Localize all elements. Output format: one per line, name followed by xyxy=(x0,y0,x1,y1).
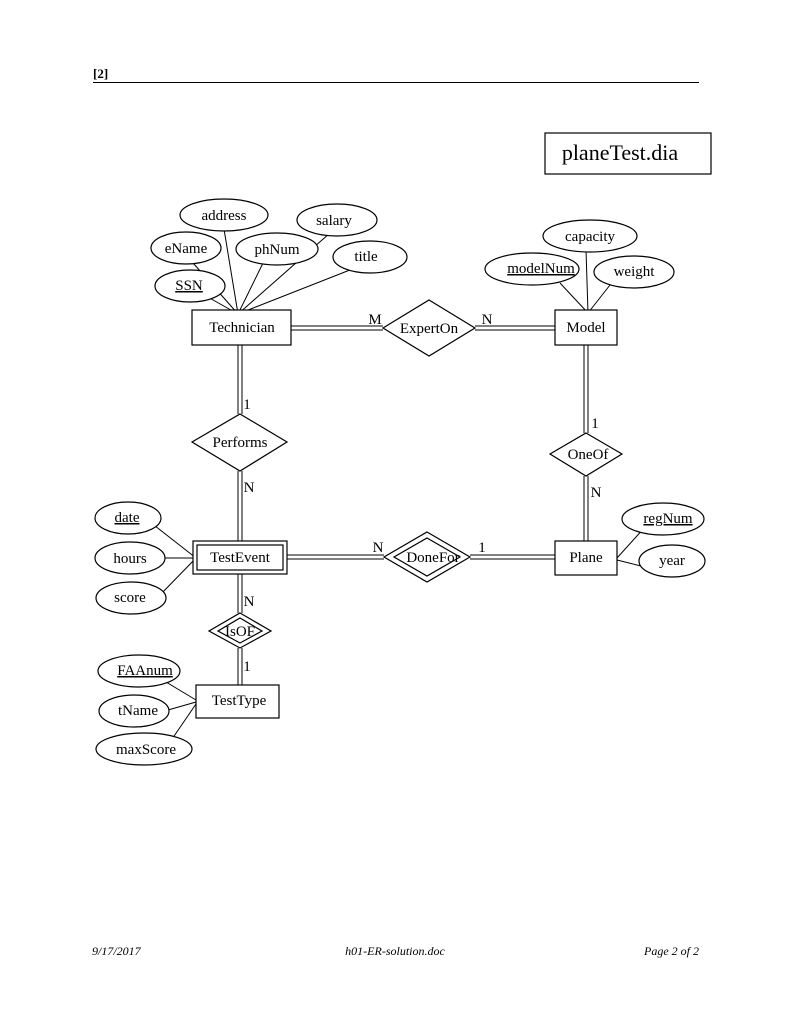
relationship-done-for-inner xyxy=(392,537,462,577)
attr-modelnum xyxy=(484,252,580,286)
relationship-one-of xyxy=(548,432,624,477)
attr-salary xyxy=(296,203,378,237)
attr-salary-label: salary xyxy=(316,213,352,229)
relationship-is-of-label: IsOF xyxy=(225,624,255,640)
attr-ename-label: eName xyxy=(165,241,208,257)
entity-model xyxy=(554,309,618,346)
entity-test-event-label: TestEvent xyxy=(210,550,271,566)
attr-title xyxy=(332,240,408,274)
attr-weight-label: weight xyxy=(614,264,656,280)
relationship-one-of-label: OneOf xyxy=(568,447,609,463)
attr-weight xyxy=(593,255,675,289)
attr-date-label: date xyxy=(115,510,140,526)
attr-capacity xyxy=(542,219,638,253)
entity-test-type xyxy=(195,684,280,719)
attr-maxscore-label: maxScore xyxy=(116,742,176,758)
card-is-of-test-type: 1 xyxy=(243,659,251,675)
entity-technician-label: Technician xyxy=(209,320,275,336)
relationship-performs-label: Performs xyxy=(213,435,268,451)
card-is-of-test-event: N xyxy=(244,594,255,610)
entity-plane-label: Plane xyxy=(569,550,603,566)
attr-capacity-label: capacity xyxy=(565,229,615,245)
card-performs-test-event: N xyxy=(244,480,255,496)
attr-year-label: year xyxy=(659,553,685,569)
attr-hours-label: hours xyxy=(113,551,146,567)
relationship-done-for-label: DoneFor xyxy=(406,550,459,566)
entity-model-label: Model xyxy=(566,320,605,336)
attr-tname xyxy=(98,694,170,728)
attr-ename xyxy=(150,231,222,265)
card-done-for-test-event: N xyxy=(373,540,384,556)
footer-page-number: Page 2 of 2 xyxy=(644,944,699,958)
attr-hours xyxy=(94,541,166,575)
attr-score-label: score xyxy=(114,590,146,606)
attr-phnum-label: phNum xyxy=(255,242,300,258)
attr-title-label: title xyxy=(354,249,378,265)
footer-date: 9/17/2017 xyxy=(92,944,141,958)
relationship-performs xyxy=(190,413,289,472)
attr-tname-label: tName xyxy=(118,703,158,719)
diagram-title: planeTest.dia xyxy=(562,140,679,165)
entity-test-event-inner xyxy=(196,544,284,571)
attr-modelnum-label: modelNum xyxy=(507,261,575,277)
card-done-for-plane: 1 xyxy=(478,540,486,556)
header-rule xyxy=(93,82,699,83)
attr-faanum xyxy=(97,654,181,688)
relationship-expert-on-label: ExpertOn xyxy=(400,321,459,337)
attr-regnum-label: regNum xyxy=(643,511,692,527)
entity-plane xyxy=(554,540,618,576)
page-header-label: [2] xyxy=(93,66,109,81)
attr-year xyxy=(638,544,706,578)
attr-score xyxy=(95,581,167,615)
entity-technician xyxy=(191,309,292,346)
relationship-expert-on xyxy=(381,299,477,357)
attr-address xyxy=(179,198,269,232)
attr-ssn-label: SSN xyxy=(175,278,203,294)
card-expert-on-model: N xyxy=(482,312,493,328)
entity-test-type-label: TestType xyxy=(212,693,267,709)
card-one-of-model: 1 xyxy=(591,416,599,432)
attr-maxscore xyxy=(95,732,193,766)
footer-filename: h01-ER-solution.doc xyxy=(345,944,445,958)
diagram-title-box xyxy=(544,132,712,175)
card-expert-on-technician: M xyxy=(368,312,381,328)
attr-phnum xyxy=(235,232,319,266)
attr-regnum xyxy=(621,502,705,536)
attr-ssn xyxy=(154,269,226,303)
relationship-is-of-inner xyxy=(216,617,264,644)
card-one-of-plane: N xyxy=(591,485,602,501)
attr-faanum-label: FAAnum xyxy=(117,663,173,679)
card-performs-technician: 1 xyxy=(243,397,251,413)
attr-date xyxy=(94,501,162,535)
attr-address-label: address xyxy=(202,208,247,224)
